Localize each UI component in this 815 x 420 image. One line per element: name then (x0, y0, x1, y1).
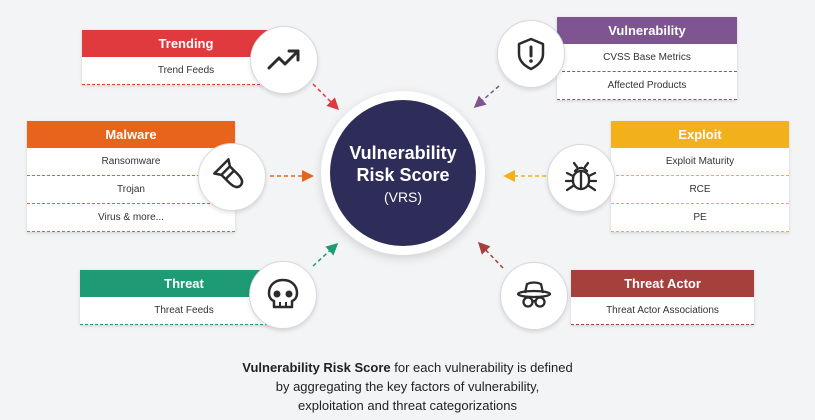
malware-icon-circle (198, 143, 266, 211)
exploit-card: Exploit Exploit Maturity RCE PE (611, 121, 789, 232)
vrs-title-line2: Risk Score (356, 164, 450, 185)
exploit-item: Exploit Maturity (611, 148, 789, 176)
malware-item: Trojan (27, 176, 235, 204)
malware-item: Ransomware (27, 148, 235, 176)
exploit-title: Exploit (611, 121, 789, 148)
vrs-center-circle: Vulnerability Risk Score (VRS) (321, 91, 485, 255)
bug-icon (564, 161, 598, 192)
trending-up-icon (267, 49, 300, 70)
vulnerability-item: Affected Products (557, 72, 737, 100)
threat-item: Threat Feeds (80, 297, 288, 325)
vrs-center-inner: Vulnerability Risk Score (VRS) (330, 100, 476, 246)
bomb-icon (213, 158, 244, 189)
malware-item: Virus & more... (27, 204, 235, 232)
threat-actor-item: Threat Actor Associations (571, 297, 754, 325)
threat-icon-circle (249, 261, 317, 329)
caption-line-3: exploitation and threat categorizations (298, 398, 517, 413)
vrs-title-line1: Vulnerability (349, 142, 457, 163)
arrow-threat-actor (477, 241, 504, 269)
caption-bold: Vulnerability Risk Score (242, 360, 391, 375)
threat-actor-title: Threat Actor (571, 270, 754, 297)
arrow-vulnerability (473, 85, 500, 108)
threat-actor-card: Threat Actor Threat Actor Associations (571, 270, 754, 325)
trending-icon-circle (250, 26, 318, 94)
spy-icon (516, 281, 552, 308)
exploit-icon-circle (547, 144, 615, 212)
vulnerability-title: Vulnerability (557, 17, 737, 44)
vulnerability-icon-circle (497, 20, 565, 88)
trending-title: Trending (82, 30, 290, 57)
caption-line-2: by aggregating the key factors of vulner… (275, 379, 540, 394)
trending-item: Trend Feeds (82, 57, 290, 85)
skull-icon (267, 278, 299, 309)
caption-line-1-rest: for each vulnerability is defined (390, 360, 573, 375)
caption: Vulnerability Risk Score for each vulner… (0, 358, 815, 415)
malware-title: Malware (27, 121, 235, 148)
vulnerability-item: CVSS Base Metrics (557, 44, 737, 72)
vrs-abbreviation: (VRS) (383, 188, 423, 205)
threat-actor-icon-circle (500, 262, 568, 330)
shield-alert-icon (517, 37, 545, 71)
caption-line-1: Vulnerability Risk Score for each vulner… (0, 358, 815, 377)
vulnerability-card: Vulnerability CVSS Base Metrics Affected… (557, 17, 737, 100)
arrow-threat (312, 242, 339, 267)
exploit-item: PE (611, 204, 789, 232)
exploit-item: RCE (611, 176, 789, 204)
arrow-trending (312, 83, 340, 111)
